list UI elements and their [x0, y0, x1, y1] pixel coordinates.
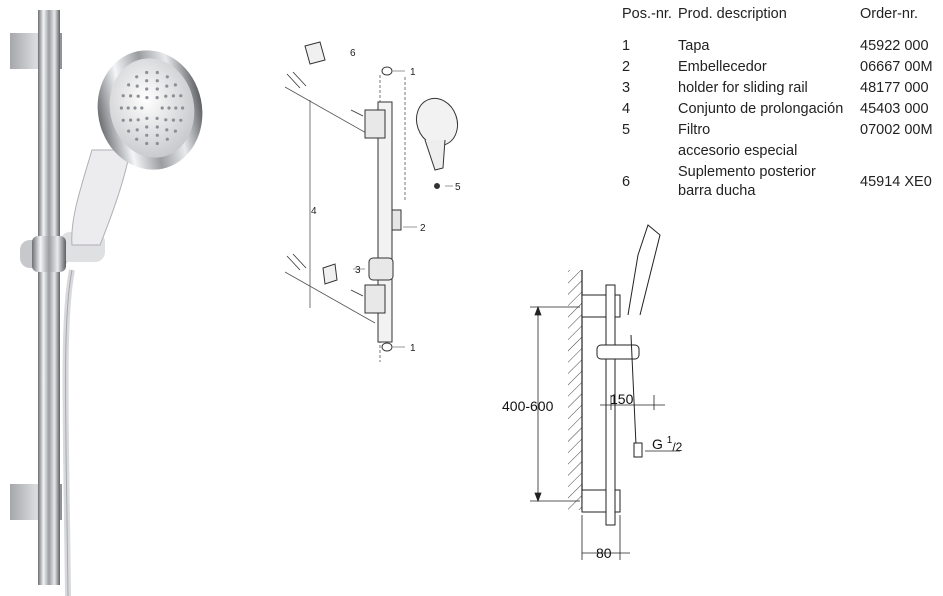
- slider-holder: [20, 232, 105, 272]
- nozzle-dot: [145, 125, 149, 129]
- nozzle-dot: [140, 106, 144, 110]
- row-3-desc: holder for sliding rail: [678, 80, 808, 96]
- row-2-pos: 2: [622, 59, 631, 75]
- nozzle-dot: [165, 75, 169, 79]
- nozzle-dot: [145, 133, 149, 137]
- row-2-order: 06667 00M: [860, 59, 933, 75]
- callout-5: 5: [455, 182, 461, 193]
- nozzle-dot: [155, 116, 159, 120]
- callout-6: 6: [350, 48, 356, 59]
- nozzle-dot: [126, 106, 130, 110]
- nozzle-dot: [155, 133, 159, 137]
- nozzle-dot: [135, 84, 139, 88]
- exploded-view-drawing: 1 6 5 2 4 3 1: [284, 41, 461, 362]
- nozzle-dot: [145, 79, 149, 83]
- dimension-drawing: 400-600 150 80 G 1/2: [502, 224, 683, 561]
- nozzle-dot: [145, 87, 149, 91]
- row-6-order: 45914 XE0: [860, 174, 932, 190]
- nozzle-dot: [121, 94, 125, 98]
- nozzle-dot: [136, 118, 140, 122]
- row-5-order: 07002 00M: [860, 122, 933, 138]
- row-6-pos: 6: [622, 174, 631, 190]
- nozzle-dot: [171, 118, 175, 122]
- nozzle-dot: [165, 84, 169, 88]
- nozzle-dot: [173, 129, 177, 133]
- callout-4: 4: [311, 206, 317, 217]
- nozzle-dot: [145, 116, 149, 120]
- nozzle-dot: [164, 118, 168, 122]
- row-6-desc: Suplemento posterior: [678, 164, 816, 180]
- nozzle-dot: [165, 128, 169, 132]
- nozzle-dot: [145, 141, 149, 146]
- nozzle-dot: [155, 141, 159, 146]
- nozzle-dot: [127, 129, 131, 133]
- row-5-desc-line2: accesorio especial: [678, 143, 798, 159]
- row-4-pos: 4: [622, 101, 631, 117]
- nozzle-dot: [167, 106, 171, 110]
- nozzle-dot: [135, 75, 139, 79]
- row-4-order: 45403 000: [860, 101, 929, 117]
- nozzle-dot: [160, 106, 164, 110]
- header-pos: Pos.-nr.: [622, 6, 672, 22]
- nozzle-dot: [145, 70, 149, 75]
- nozzle-dot: [174, 106, 178, 110]
- nozzle-dot: [179, 94, 183, 98]
- dimension-wall-offset: 80: [596, 545, 612, 561]
- callout-2: 2: [420, 223, 426, 234]
- nozzle-dot: [133, 106, 137, 110]
- nozzle-dot: [171, 94, 175, 98]
- dimension-height: 400-600: [502, 398, 554, 414]
- row-5-pos: 5: [622, 122, 631, 138]
- row-5-desc: Filtro: [678, 122, 711, 138]
- row-1-desc: Tapa: [678, 38, 710, 54]
- wall-section: [568, 270, 582, 510]
- nozzle-dot: [136, 94, 140, 98]
- nozzle-dot: [155, 125, 159, 129]
- product-photo: [10, 10, 203, 596]
- row-1-order: 45922 000: [860, 38, 929, 54]
- callout-3: 3: [355, 265, 361, 276]
- header-description: Prod. description: [678, 6, 787, 22]
- nozzle-dot: [173, 83, 177, 87]
- row-4-desc: Conjunto de prolongación: [678, 101, 844, 117]
- row-2-desc: Embellecedor: [678, 59, 767, 75]
- dimension-spacing: 150: [610, 391, 634, 407]
- nozzle-dot: [129, 94, 133, 98]
- row-3-order: 48177 000: [860, 80, 929, 96]
- nozzle-dot: [164, 94, 168, 98]
- row-1-pos: 1: [622, 38, 631, 54]
- nozzle-dot: [179, 118, 183, 122]
- nozzle-dot: [135, 128, 139, 132]
- callout-1-bottom: 1: [410, 343, 416, 354]
- row-6-desc-line2: barra ducha: [678, 183, 756, 199]
- nozzle-dot: [127, 83, 131, 87]
- nozzle-dot: [155, 70, 159, 75]
- nozzle-dot: [129, 118, 133, 122]
- nozzle-dot: [155, 96, 159, 100]
- nozzle-dot: [155, 87, 159, 91]
- nozzle-dot: [145, 96, 149, 100]
- callout-1-top: 1: [410, 67, 416, 78]
- nozzle-dot: [121, 118, 125, 122]
- hand-shower-handle: [71, 149, 131, 246]
- sliding-rail: [38, 10, 60, 585]
- spray-nozzles: [119, 70, 185, 146]
- nozzle-dot: [181, 106, 185, 110]
- header-order: Order-nr.: [860, 6, 919, 22]
- nozzle-dot: [135, 137, 139, 141]
- row-3-pos: 3: [622, 80, 631, 96]
- nozzle-dot: [165, 137, 169, 141]
- nozzle-dot: [155, 79, 159, 83]
- nozzle-dot: [119, 106, 123, 110]
- thread-size: G 1/2: [652, 435, 683, 454]
